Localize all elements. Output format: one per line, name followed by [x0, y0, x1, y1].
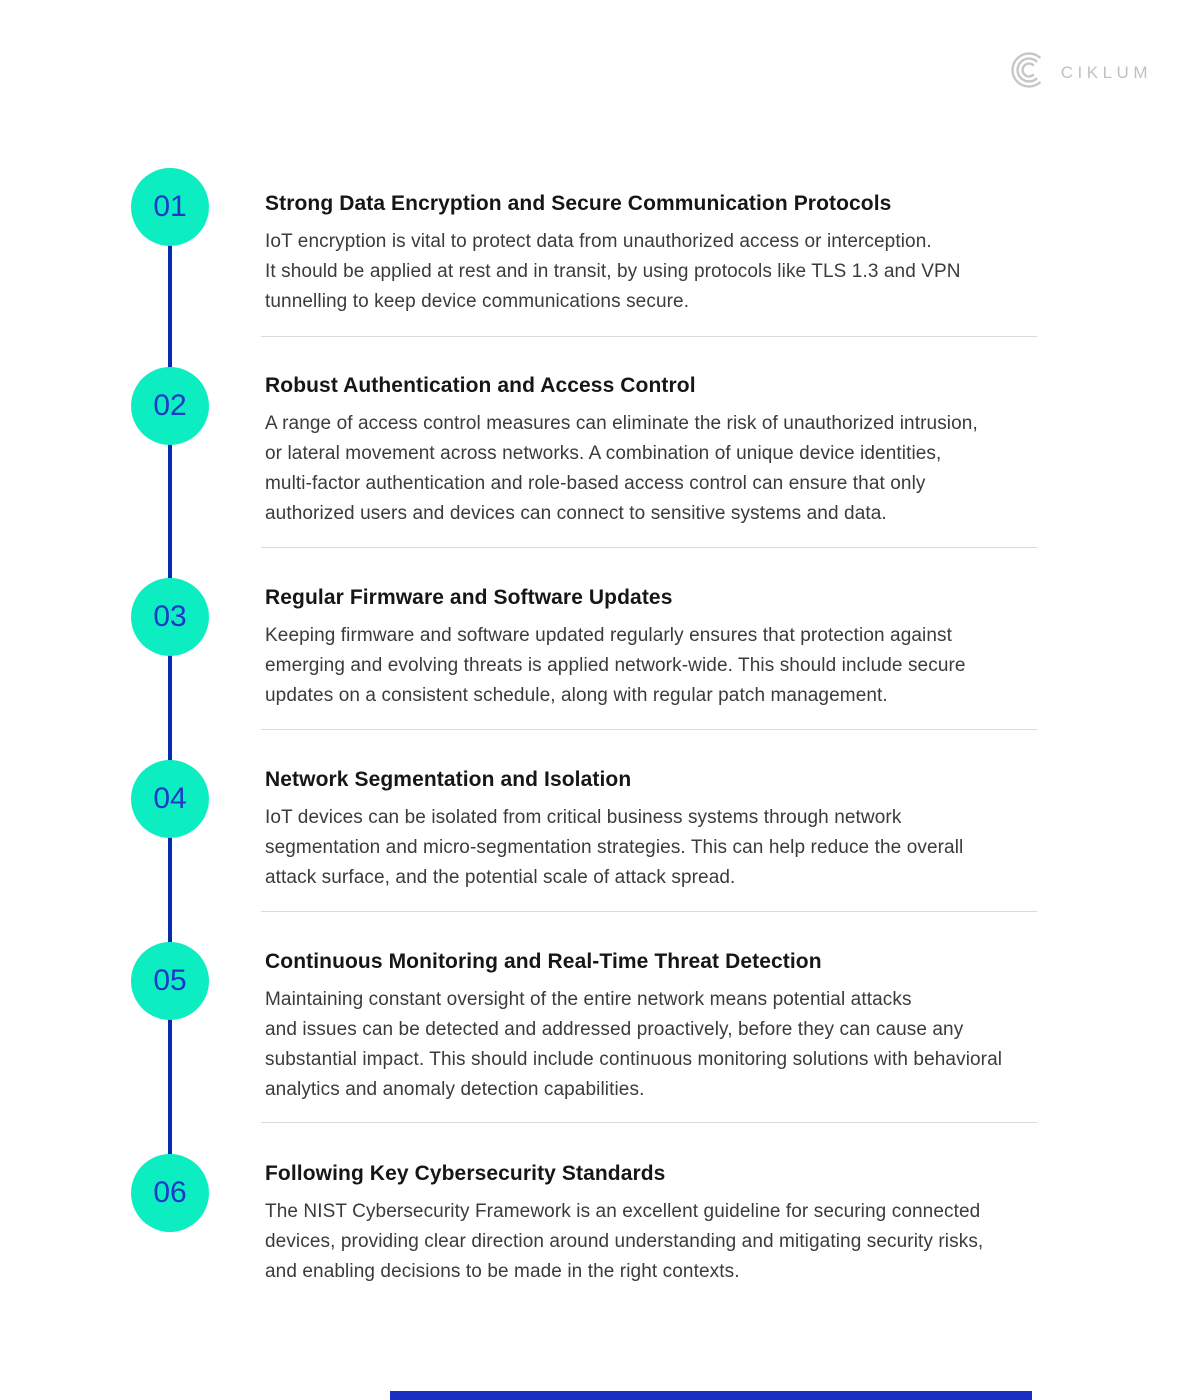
bottom-accent-bar [390, 1391, 1032, 1400]
section-heading: Following Key Cybersecurity Standards [265, 1162, 666, 1185]
section-heading: Continuous Monitoring and Real-Time Thre… [265, 950, 822, 973]
ciklum-logo-text: CIKLUM [1060, 62, 1152, 82]
section-heading: Network Segmentation and Isolation [265, 768, 632, 791]
step-number-badge-4: 04 [131, 760, 209, 838]
section-authentication: Robust Authentication and Access Control… [265, 372, 1105, 529]
section-heading: Strong Data Encryption and Secure Commun… [265, 192, 892, 215]
section-monitoring: Continuous Monitoring and Real-Time Thre… [265, 948, 1105, 1105]
section-body: Keeping firmware and software updated re… [265, 625, 966, 706]
section-standards: Following Key Cybersecurity Standards Th… [265, 1160, 1105, 1287]
section-body: IoT encryption is vital to protect data … [265, 231, 961, 312]
step-number-badge-6: 06 [131, 1154, 209, 1232]
section-heading: Regular Firmware and Software Updates [265, 586, 673, 609]
step-number-badge-1: 01 [131, 168, 209, 246]
section-body: Maintaining constant oversight of the en… [265, 989, 1003, 1100]
section-divider [261, 1122, 1037, 1123]
section-encryption: Strong Data Encryption and Secure Commun… [265, 190, 1105, 317]
section-segmentation: Network Segmentation and Isolation IoT d… [265, 766, 1105, 893]
section-divider [261, 729, 1037, 730]
section-divider [261, 911, 1037, 912]
ciklum-logo-icon [1007, 48, 1051, 97]
step-number-badge-5: 05 [131, 942, 209, 1020]
section-body: The NIST Cybersecurity Framework is an e… [265, 1201, 984, 1282]
step-number-badge-3: 03 [131, 578, 209, 656]
section-divider [261, 336, 1037, 337]
section-updates: Regular Firmware and Software Updates Ke… [265, 584, 1105, 711]
section-body: A range of access control measures can e… [265, 413, 978, 524]
section-divider [261, 547, 1037, 548]
timeline-connector-line [168, 207, 172, 1193]
company-logo: CIKLUM [1007, 48, 1152, 97]
step-number-badge-2: 02 [131, 367, 209, 445]
section-body: IoT devices can be isolated from critica… [265, 807, 964, 888]
section-heading: Robust Authentication and Access Control [265, 374, 696, 397]
